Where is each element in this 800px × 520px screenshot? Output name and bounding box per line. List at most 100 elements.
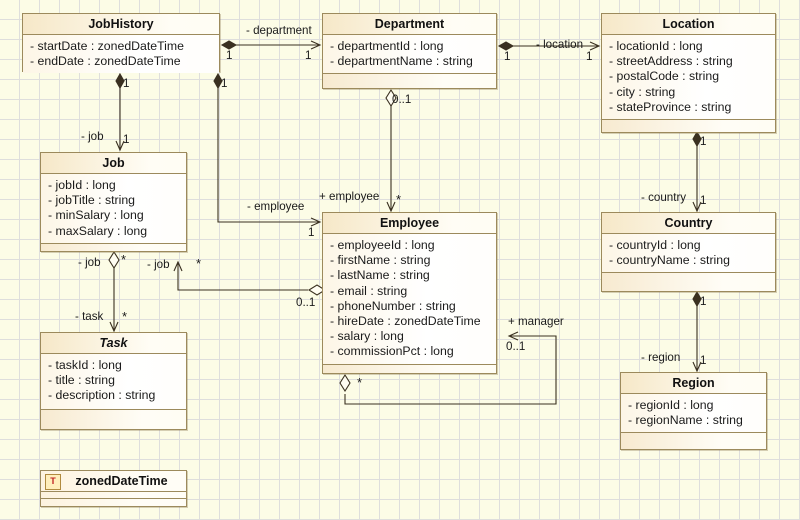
edge-multiplicity-target: 1 bbox=[123, 133, 130, 146]
edge-label-manager: + manager bbox=[508, 315, 564, 328]
attribute-row: - maxSalary : long bbox=[48, 223, 148, 238]
attribute-row: - streetAddress : string bbox=[609, 54, 733, 69]
edge-label-country: - country bbox=[641, 191, 687, 204]
attribute-row: - regionId : long bbox=[628, 398, 714, 412]
attribute-row: - commissionPct : long bbox=[330, 344, 454, 359]
attribute-row: - endDate : zonedDateTime bbox=[30, 54, 181, 69]
class-box-jobhistory[interactable]: JobHistory - startDate : zonedDateTime -… bbox=[22, 13, 220, 74]
edge-multiplicity-source: 0..1 bbox=[392, 93, 412, 106]
edge-label-location: - location bbox=[536, 38, 584, 51]
attribute-row: - taskId : long bbox=[48, 358, 122, 372]
attribute-row: - postalCode : string bbox=[609, 69, 720, 84]
attribute-row: - lastName : string bbox=[330, 268, 430, 283]
edge-label-task: - task bbox=[75, 310, 104, 323]
class-title-jobhistory: JobHistory bbox=[23, 14, 219, 35]
edge-multiplicity-target: 1 bbox=[700, 194, 707, 207]
edge-multiplicity-source: 0..1 bbox=[296, 296, 316, 309]
class-title-job: Job bbox=[41, 153, 186, 174]
datatype-operations-compartment bbox=[41, 499, 186, 506]
edge-label-job-task: - job bbox=[78, 256, 101, 269]
edge-label-department: - department bbox=[246, 24, 312, 37]
filled-diamond bbox=[497, 41, 515, 51]
edge-label-employee-plus: + employee bbox=[319, 190, 380, 203]
hollow-diamond bbox=[339, 373, 351, 393]
edge-label-job-employee: - job bbox=[147, 258, 170, 271]
class-title-department: Department bbox=[323, 14, 496, 35]
datatype-box-zoneddatetime[interactable]: T zonedDateTime bbox=[40, 470, 187, 507]
class-operations-location bbox=[602, 119, 775, 132]
class-box-region[interactable]: Region - regionId : long - regionName : … bbox=[620, 372, 767, 450]
edge-multiplicity-source: 1 bbox=[226, 49, 233, 62]
attribute-row: - description : string bbox=[48, 388, 156, 403]
edge-multiplicity-source: * bbox=[357, 375, 363, 390]
attribute-row: - startDate : zonedDateTime bbox=[30, 39, 184, 53]
class-operations-employee bbox=[323, 363, 496, 373]
edge-multiplicity-target: 1 bbox=[308, 226, 315, 239]
attribute-row: - regionName : string bbox=[628, 413, 743, 428]
edge-multiplicity-source: 1 bbox=[123, 77, 130, 90]
class-operations-country bbox=[602, 272, 775, 291]
class-attributes-job: - jobId : long - jobTitle : string - min… bbox=[41, 174, 186, 243]
edge-multiplicity-source: 1 bbox=[504, 50, 511, 63]
datatype-attributes-compartment bbox=[41, 492, 186, 499]
edge-label-region: - region bbox=[641, 351, 681, 364]
edge-multiplicity-target: * bbox=[196, 256, 202, 271]
class-attributes-jobhistory: - startDate : zonedDateTime - endDate : … bbox=[23, 35, 219, 74]
class-box-task[interactable]: Task - taskId : long - title : string - … bbox=[40, 332, 187, 430]
class-title-region: Region bbox=[621, 373, 766, 394]
edge-label-job: - job bbox=[81, 130, 104, 143]
attribute-row: - city : string bbox=[609, 84, 676, 99]
attribute-row: - stateProvince : string bbox=[609, 99, 732, 114]
class-title-country: Country bbox=[602, 213, 775, 234]
hollow-diamond bbox=[108, 250, 120, 270]
class-box-location[interactable]: Location - locationId : long - streetAdd… bbox=[601, 13, 776, 133]
attribute-row: - countryId : long bbox=[609, 238, 701, 252]
attribute-row: - employeeId : long bbox=[330, 238, 435, 252]
class-operations-task bbox=[41, 409, 186, 429]
class-box-job[interactable]: Job - jobId : long - jobTitle : string -… bbox=[40, 152, 187, 252]
class-title-location: Location bbox=[602, 14, 775, 35]
attribute-row: - departmentId : long bbox=[330, 39, 444, 53]
datatype-title-zoneddatetime: T zonedDateTime bbox=[41, 471, 186, 492]
attribute-row: - jobId : long bbox=[48, 178, 116, 192]
edge-multiplicity-target: 1 bbox=[700, 354, 707, 367]
datatype-name-label: zonedDateTime bbox=[75, 474, 168, 488]
class-attributes-employee: - employeeId : long - firstName : string… bbox=[323, 234, 496, 364]
class-attributes-region: - regionId : long - regionName : string bbox=[621, 394, 766, 433]
filled-diamond bbox=[220, 40, 238, 50]
datatype-badge-icon: T bbox=[45, 474, 61, 490]
attribute-row: - hireDate : zonedDateTime bbox=[330, 314, 481, 329]
edge-multiplicity-target: 0..1 bbox=[506, 340, 526, 353]
attribute-row: - countryName : string bbox=[609, 253, 730, 268]
class-operations-region bbox=[621, 432, 766, 449]
edge-multiplicity-target: 1 bbox=[305, 49, 312, 62]
class-attributes-task: - taskId : long - title : string - descr… bbox=[41, 354, 186, 409]
edge-multiplicity-source: 1 bbox=[700, 135, 707, 148]
class-box-country[interactable]: Country - countryId : long - countryName… bbox=[601, 212, 776, 292]
edge-multiplicity-source: * bbox=[121, 252, 127, 267]
class-attributes-location: - locationId : long - streetAddress : st… bbox=[602, 35, 775, 120]
edge-multiplicity-target: * bbox=[396, 192, 402, 207]
edge-multiplicity-target: 1 bbox=[586, 50, 593, 63]
class-title-employee: Employee bbox=[323, 213, 496, 234]
attribute-row: - firstName : string bbox=[330, 253, 431, 268]
class-box-employee[interactable]: Employee - employeeId : long - firstName… bbox=[322, 212, 497, 374]
class-attributes-department: - departmentId : long - departmentName :… bbox=[323, 35, 496, 74]
edge-multiplicity-source: 1 bbox=[700, 295, 707, 308]
attribute-row: - phoneNumber : string bbox=[330, 298, 456, 313]
attribute-row: - jobTitle : string bbox=[48, 193, 136, 208]
class-attributes-country: - countryId : long - countryName : strin… bbox=[602, 234, 775, 273]
attribute-row: - departmentName : string bbox=[330, 54, 473, 69]
class-operations-job bbox=[41, 242, 186, 251]
class-operations-department bbox=[323, 73, 496, 88]
attribute-row: - minSalary : long bbox=[48, 208, 144, 223]
class-box-department[interactable]: Department - departmentId : long - depar… bbox=[322, 13, 497, 89]
edge-label-employee: - employee bbox=[247, 200, 305, 213]
class-title-task: Task bbox=[41, 333, 186, 354]
attribute-row: - title : string bbox=[48, 373, 115, 388]
attribute-row: - locationId : long bbox=[609, 39, 703, 53]
edge-multiplicity-source: 1 bbox=[221, 77, 228, 90]
attribute-row: - email : string bbox=[330, 283, 408, 298]
attribute-row: - salary : long bbox=[330, 329, 404, 344]
